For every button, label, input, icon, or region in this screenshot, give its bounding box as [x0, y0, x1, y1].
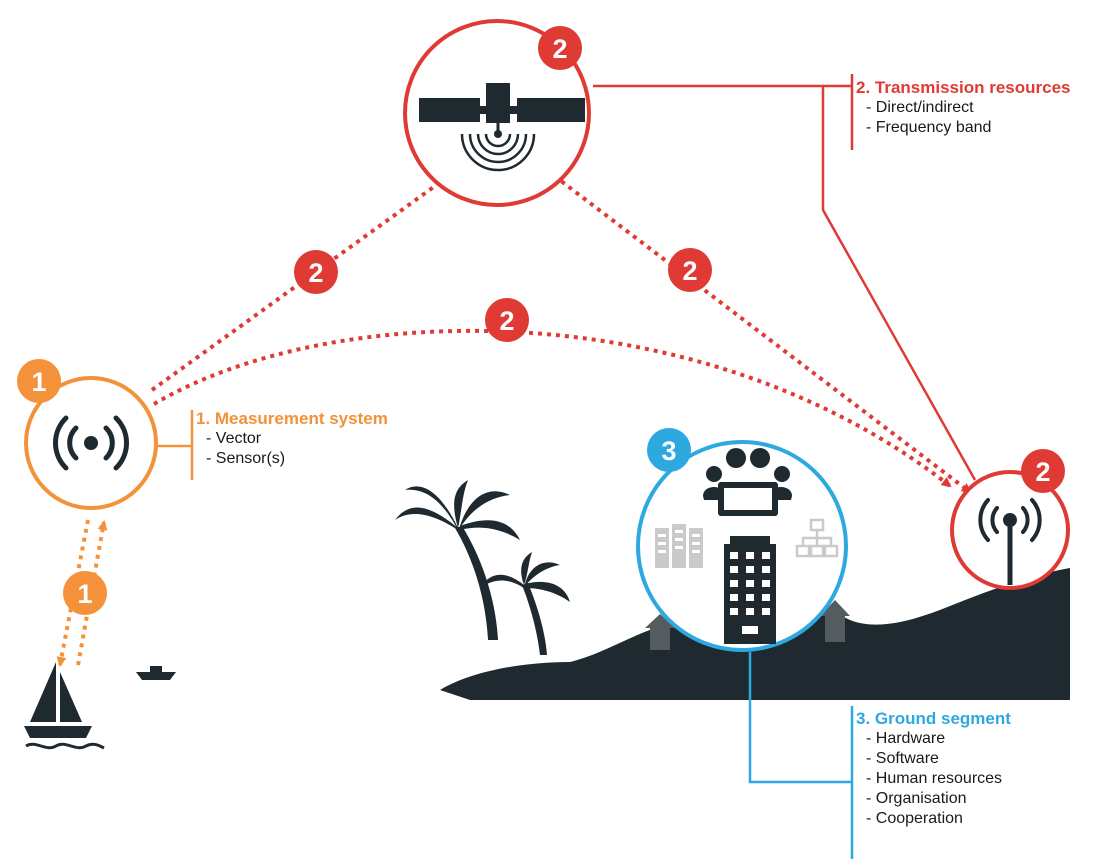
legend-ground-title: 3. Ground segment	[856, 709, 1011, 728]
sailboat-icon	[24, 662, 105, 750]
legend-measurement: 1. Measurement system - Vector - Sensor(…	[196, 408, 388, 469]
legend-ground-item: - Organisation	[866, 790, 967, 807]
svg-text:2: 2	[552, 34, 567, 64]
house-icon	[645, 600, 850, 650]
radio-signal-icon	[53, 415, 129, 471]
direct-link-arrow	[152, 328, 952, 488]
downlink-arrow	[538, 163, 972, 494]
antenna-node	[950, 470, 1070, 590]
office-building-icon	[724, 536, 776, 644]
svg-text:2: 2	[1035, 457, 1050, 487]
server-rack-icon	[655, 524, 703, 568]
legend-transmission: 2. Transmission resources - Direct/indir…	[856, 77, 1071, 138]
meeting-group-icon	[703, 448, 792, 516]
legend-ground-item: - Cooperation	[866, 810, 963, 827]
ship-icon	[136, 666, 176, 680]
badge-ground: 3	[647, 428, 691, 472]
badge-satellite: 2	[538, 26, 582, 70]
measurement-node	[24, 376, 158, 510]
badge-antenna: 2	[1021, 449, 1065, 493]
badge-direct-link: 2	[485, 298, 529, 342]
legend-measurement-item: - Sensor(s)	[206, 450, 286, 467]
svg-text:2: 2	[499, 306, 514, 336]
badge-sensor-link: 1	[63, 571, 107, 615]
svg-text:2: 2	[682, 256, 697, 286]
satellite-icon	[419, 83, 585, 172]
antenna-tower-icon	[978, 498, 1042, 585]
legend-measurement-title: 1. Measurement system	[196, 409, 388, 428]
legend-transmission-title: 2. Transmission resources	[856, 78, 1071, 97]
svg-text:2: 2	[308, 258, 323, 288]
connector-lines	[153, 74, 977, 859]
legend-ground: 3. Ground segment - Hardware - Software …	[856, 708, 1011, 829]
ground-segment-node	[636, 440, 848, 652]
legend-ground-item: - Human resources	[866, 770, 1003, 787]
legend-ground-item: - Hardware	[866, 730, 946, 747]
svg-text:3: 3	[661, 436, 676, 466]
badge-measurement: 1	[17, 359, 61, 403]
svg-text:1: 1	[77, 579, 92, 609]
badge-uplink: 2	[294, 250, 338, 294]
legend-transmission-item: - Frequency band	[866, 119, 992, 136]
legend-transmission-item: - Direct/indirect	[866, 99, 974, 116]
svg-text:1: 1	[31, 367, 46, 397]
network-tree-icon	[795, 518, 839, 558]
badge-downlink: 2	[668, 248, 712, 292]
legend-measurement-item: - Vector	[206, 430, 262, 447]
palm-tree-icon	[395, 480, 570, 655]
legend-ground-item: - Software	[866, 750, 939, 767]
satellite-node	[403, 19, 591, 207]
